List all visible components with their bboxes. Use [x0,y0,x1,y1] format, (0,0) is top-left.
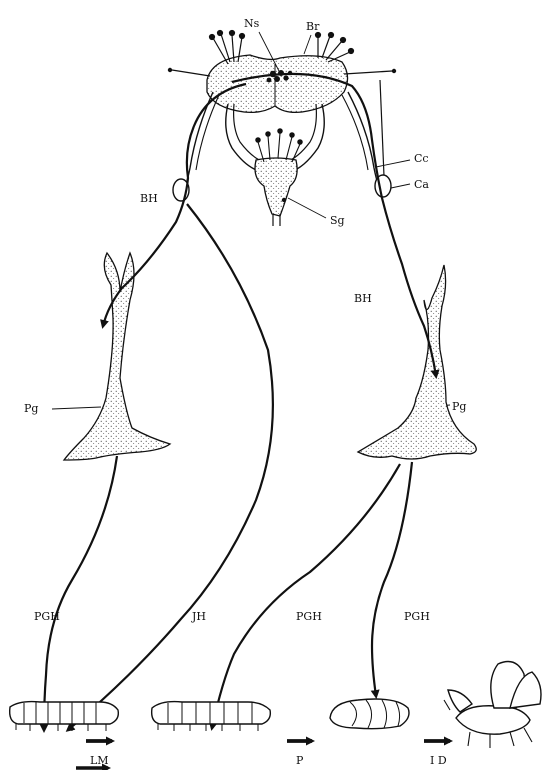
label-pgh-3: PGH [404,610,430,623]
labels: Ns Br Cc Ca BH Sg BH Pg Pg PGH JH PGH PG… [24,17,466,767]
label-pgh-1: PGH [34,610,60,623]
label-jh: JH [191,610,206,623]
label-cc: Cc [414,152,429,165]
label-ns: Ns [244,17,260,30]
label-bh-left: BH [140,192,158,205]
larva-2 [152,702,271,731]
label-sg: Sg [330,214,345,227]
label-lm: LM [90,754,109,767]
label-id: I D [430,754,447,767]
adult-moth [444,662,541,748]
label-pgh-2: PGH [296,610,322,623]
label-pg-right: Pg [452,400,466,413]
label-pg-left: Pg [24,402,38,415]
label-ca: Ca [414,178,429,191]
label-p: P [296,754,304,767]
larva-1 [10,702,119,731]
prothoracic-gland-left [64,253,170,460]
label-bh-right: BH [354,292,372,305]
brain-complex [168,31,396,227]
prothoracic-gland-right [358,265,476,459]
pupa [330,699,409,729]
label-br: Br [306,20,320,33]
subesophageal-ganglion [255,158,297,216]
